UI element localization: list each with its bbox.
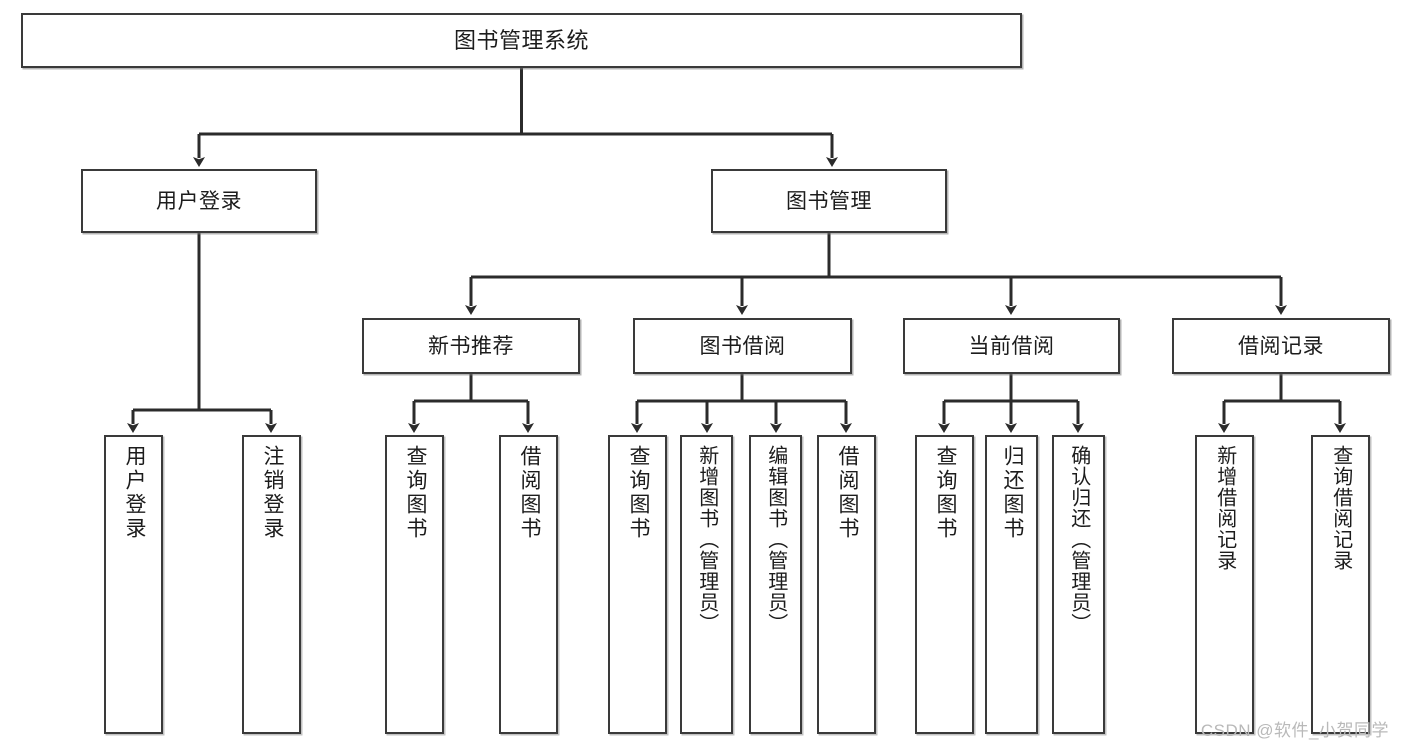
- leaf-label: 借阅图书: [517, 445, 541, 541]
- node-label: 图书管理系统: [453, 27, 589, 53]
- leaf-return-book[interactable]: 归还图书: [985, 435, 1038, 734]
- node-book-borrow[interactable]: 图书借阅: [633, 318, 852, 374]
- leaf-add-borrow-record[interactable]: 新增借阅记录: [1195, 435, 1254, 734]
- leaf-label: 查询图书: [403, 445, 427, 541]
- leaf-label: 查询借阅记录: [1329, 445, 1352, 571]
- node-root-book-management-system[interactable]: 图书管理系统: [21, 13, 1022, 68]
- leaf-label: 新增图书（管理员）: [695, 445, 718, 634]
- node-new-book-recommend[interactable]: 新书推荐: [362, 318, 580, 374]
- node-label: 图书管理: [786, 189, 872, 213]
- leaf-label: 用户登录: [122, 445, 146, 541]
- leaf-label: 查询图书: [933, 445, 957, 541]
- leaf-label: 新增借阅记录: [1213, 445, 1236, 571]
- leaf-label: 借阅图书: [835, 445, 859, 541]
- leaf-query-book-recommend[interactable]: 查询图书: [385, 435, 444, 734]
- leaf-query-book-borrow[interactable]: 查询图书: [608, 435, 667, 734]
- node-borrow-record[interactable]: 借阅记录: [1172, 318, 1390, 374]
- leaf-confirm-return-admin[interactable]: 确认归还（管理员）: [1052, 435, 1105, 734]
- leaf-borrow-book[interactable]: 借阅图书: [817, 435, 876, 734]
- leaf-borrow-book-recommend[interactable]: 借阅图书: [499, 435, 558, 734]
- node-label: 借阅记录: [1238, 334, 1324, 358]
- leaf-label: 编辑图书（管理员）: [764, 445, 787, 634]
- leaf-label: 注销登录: [260, 445, 284, 541]
- node-book-management[interactable]: 图书管理: [711, 169, 947, 233]
- leaf-query-book-current[interactable]: 查询图书: [915, 435, 974, 734]
- node-current-borrow[interactable]: 当前借阅: [903, 318, 1120, 374]
- node-label: 图书借阅: [699, 334, 786, 358]
- leaf-label: 查询图书: [626, 445, 650, 541]
- node-user-login[interactable]: 用户登录: [81, 169, 317, 233]
- leaf-label: 确认归还（管理员）: [1067, 445, 1090, 634]
- leaf-edit-book-admin[interactable]: 编辑图书（管理员）: [749, 435, 802, 734]
- leaf-query-borrow-record[interactable]: 查询借阅记录: [1311, 435, 1370, 734]
- node-label: 用户登录: [156, 189, 242, 213]
- node-label: 新书推荐: [428, 334, 514, 358]
- leaf-label: 归还图书: [1000, 445, 1024, 541]
- leaf-logout-login[interactable]: 注销登录: [242, 435, 301, 734]
- leaf-user-login[interactable]: 用户登录: [104, 435, 163, 734]
- node-label: 当前借阅: [968, 334, 1055, 358]
- watermark-text: CSDN @软件_小贺同学: [1200, 721, 1389, 740]
- leaf-add-book-admin[interactable]: 新增图书（管理员）: [680, 435, 733, 734]
